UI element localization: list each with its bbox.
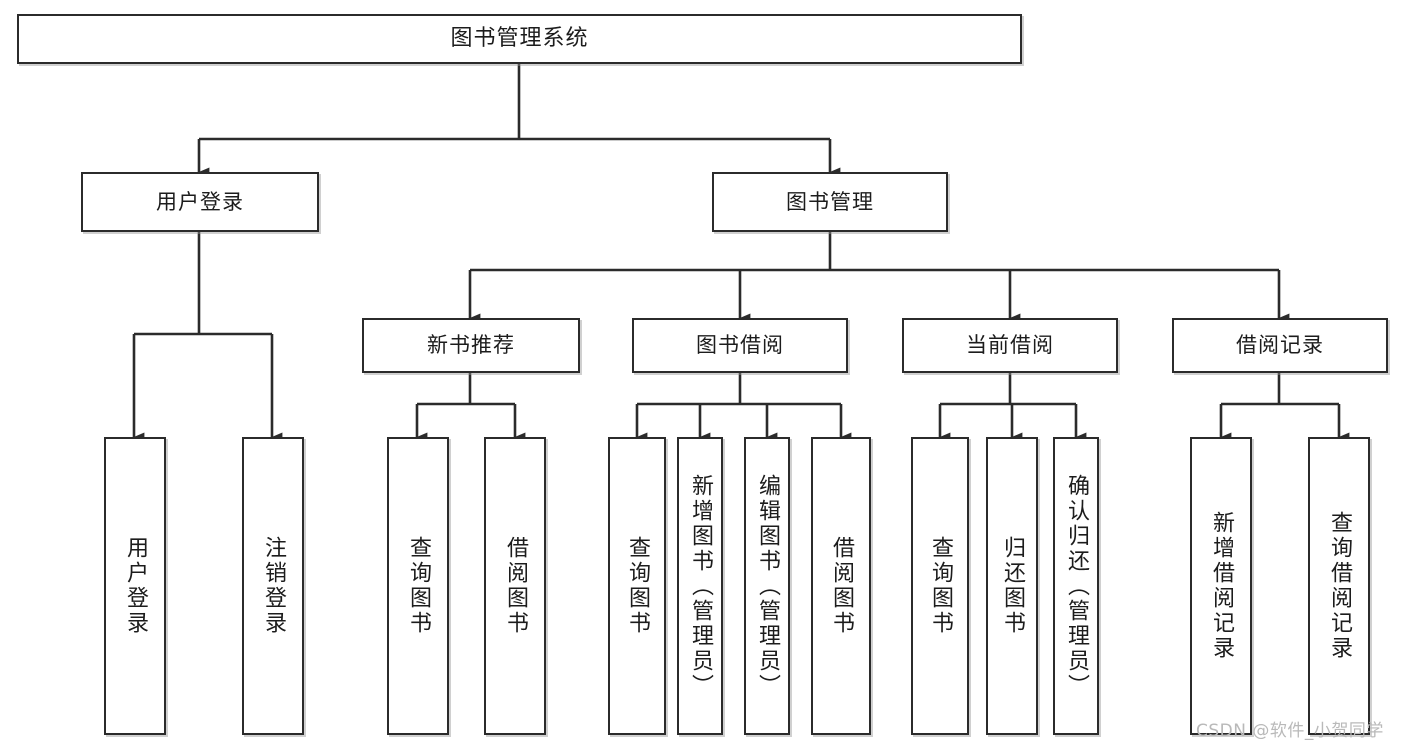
leaf-node-label: 查询借阅记录 (1327, 511, 1352, 661)
node-current-borrow[interactable]: 当前借阅 (902, 318, 1118, 373)
node-book-borrow[interactable]: 图书借阅 (632, 318, 848, 373)
leaf-node[interactable]: 查询图书 (911, 437, 969, 735)
leaf-node[interactable]: 用户登录 (104, 437, 166, 735)
leaf-node[interactable]: 确认归还（管理员） (1053, 437, 1099, 735)
leaf-node-label: 归还图书 (1000, 536, 1025, 636)
leaf-node-label: 借阅图书 (829, 536, 854, 636)
node-new-book-recommend[interactable]: 新书推荐 (362, 318, 580, 373)
leaf-node[interactable]: 新增借阅记录 (1190, 437, 1252, 735)
leaf-node-label: 借阅图书 (503, 536, 528, 636)
csdn-watermark: CSDN @软件_小贺同学 (1196, 721, 1384, 741)
leaf-node-label: 查询图书 (406, 536, 431, 636)
node-borrow-record[interactable]: 借阅记录 (1172, 318, 1388, 373)
node-new-book-recommend-label: 新书推荐 (427, 333, 515, 358)
node-book-borrow-label: 图书借阅 (696, 333, 784, 358)
leaf-node[interactable]: 查询借阅记录 (1308, 437, 1370, 735)
leaf-node-label: 确认归还（管理员） (1064, 473, 1089, 699)
leaf-node[interactable]: 归还图书 (986, 437, 1038, 735)
node-root-label: 图书管理系统 (450, 26, 589, 52)
leaf-node[interactable]: 查询图书 (608, 437, 666, 735)
node-book-management[interactable]: 图书管理 (712, 172, 948, 232)
node-current-borrow-label: 当前借阅 (966, 333, 1054, 358)
leaf-node-label: 新增借阅记录 (1209, 511, 1234, 661)
leaf-node-label: 查询图书 (625, 536, 650, 636)
leaf-node[interactable]: 注销登录 (242, 437, 304, 735)
leaf-node-label: 查询图书 (928, 536, 953, 636)
node-user-login-label: 用户登录 (156, 189, 244, 214)
leaf-node-label: 用户登录 (123, 536, 148, 636)
leaf-node-label: 编辑图书（管理员） (755, 473, 780, 699)
leaf-node[interactable]: 编辑图书（管理员） (744, 437, 790, 735)
node-root[interactable]: 图书管理系统 (17, 14, 1022, 64)
leaf-node[interactable]: 借阅图书 (811, 437, 871, 735)
leaf-node[interactable]: 新增图书（管理员） (677, 437, 723, 735)
leaf-node-label: 新增图书（管理员） (688, 473, 713, 699)
node-borrow-record-label: 借阅记录 (1236, 333, 1324, 358)
leaf-node[interactable]: 借阅图书 (484, 437, 546, 735)
node-user-login[interactable]: 用户登录 (81, 172, 319, 232)
node-book-management-label: 图书管理 (786, 189, 874, 214)
leaf-node-label: 注销登录 (261, 536, 286, 636)
leaf-node[interactable]: 查询图书 (387, 437, 449, 735)
